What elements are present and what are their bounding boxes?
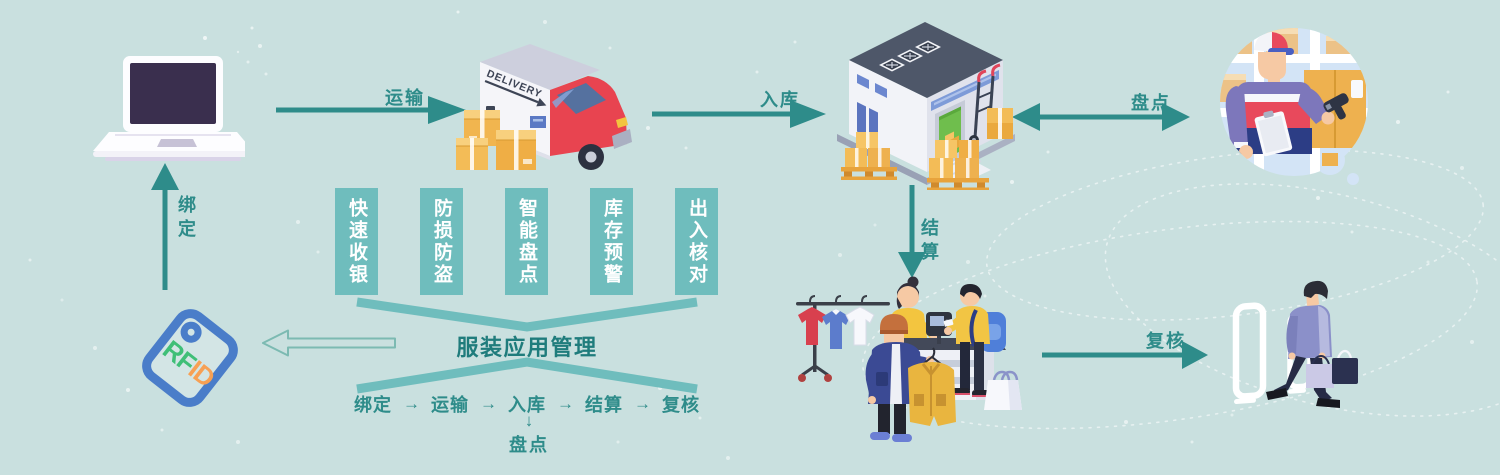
bind-label: 绑定 <box>176 195 196 243</box>
flow-step-bind: 绑定 <box>354 395 392 415</box>
transport-label: 运输 <box>385 88 425 108</box>
flow-arrow-icon: → <box>634 394 651 413</box>
barcode-scanning-illustration <box>1220 28 1368 185</box>
flow-arrow-icon: → <box>403 394 420 413</box>
flow-step-inbound: 入库 <box>508 395 546 415</box>
laptop-trackpad <box>157 139 197 147</box>
tag-body <box>142 309 238 407</box>
lower-chevron <box>356 357 698 394</box>
inbound-arrow <box>652 100 826 128</box>
shirt-white <box>845 306 875 346</box>
pallet-left <box>841 132 897 180</box>
barcode-scanner-icon <box>1323 93 1349 120</box>
security-gate-left <box>1232 302 1267 404</box>
transport-arrow <box>276 96 466 124</box>
hanging-jacket <box>908 347 956 426</box>
recheck-arrow <box>1042 341 1208 369</box>
worker <box>1225 32 1349 159</box>
roof-vents <box>879 40 941 72</box>
inbound-label: 入库 <box>760 90 800 110</box>
page-title: 服装应用管理 <box>456 335 598 360</box>
lavender-bag <box>1306 364 1334 388</box>
shirt-blue <box>822 309 850 349</box>
pallet-right <box>927 140 989 190</box>
delivery-truck-illustration: DELIVERY <box>456 44 632 170</box>
settle-label: 结算 <box>919 218 939 266</box>
flow-branch-stocktake: 盘点 <box>509 435 549 455</box>
scatter-dots <box>28 10 1474 460</box>
bind-arrow <box>151 163 179 290</box>
feature-bar: 快速收银 <box>335 188 378 295</box>
feature-bar: 库存预警 <box>590 188 633 295</box>
flow-arrow-icon: → <box>557 394 574 413</box>
laptop-illustration <box>93 56 245 161</box>
truck-cab <box>550 76 632 156</box>
tag-hole <box>180 321 202 343</box>
upper-chevron <box>356 297 698 332</box>
flow-arrow-icon: → <box>480 394 497 413</box>
feature-bar: 防损防盗 <box>420 188 463 295</box>
security-gates-illustration <box>1232 280 1358 408</box>
feature-bar: 智能盘点 <box>505 188 548 295</box>
settle-arrow <box>898 185 926 278</box>
walking-man <box>1266 280 1358 408</box>
warehouse-illustration <box>837 22 1015 190</box>
flow-step-recheck: 复核 <box>662 395 700 415</box>
recheck-label: 复核 <box>1146 331 1186 351</box>
flow-step-settle: 结算 <box>585 395 623 415</box>
feature-bar: 出入核对 <box>675 188 718 295</box>
rfid-tag-illustration: RFID <box>142 309 238 407</box>
process-flow: 绑定 → 运输 → 入库 → 结算 → 复核 <box>354 391 700 417</box>
tag-pointer-arrow <box>262 329 396 357</box>
stocktake-double-arrow <box>1012 103 1190 131</box>
clothes-rack <box>796 295 890 382</box>
clipboard <box>1254 110 1293 157</box>
stocktake-label: 盘点 <box>1131 93 1171 113</box>
checkout-illustration <box>796 276 1022 442</box>
shopping-bag <box>984 370 1022 410</box>
flow-step-transport: 运输 <box>431 395 469 415</box>
bubble-box <box>1322 153 1338 166</box>
navy-bag <box>1332 358 1358 384</box>
cardboard-boxes <box>456 110 536 170</box>
shirt-red <box>798 307 826 345</box>
flow-branch-arrow-icon: ↓ <box>524 411 534 430</box>
paying-customer <box>943 284 1006 397</box>
laptop-screen <box>130 63 216 124</box>
